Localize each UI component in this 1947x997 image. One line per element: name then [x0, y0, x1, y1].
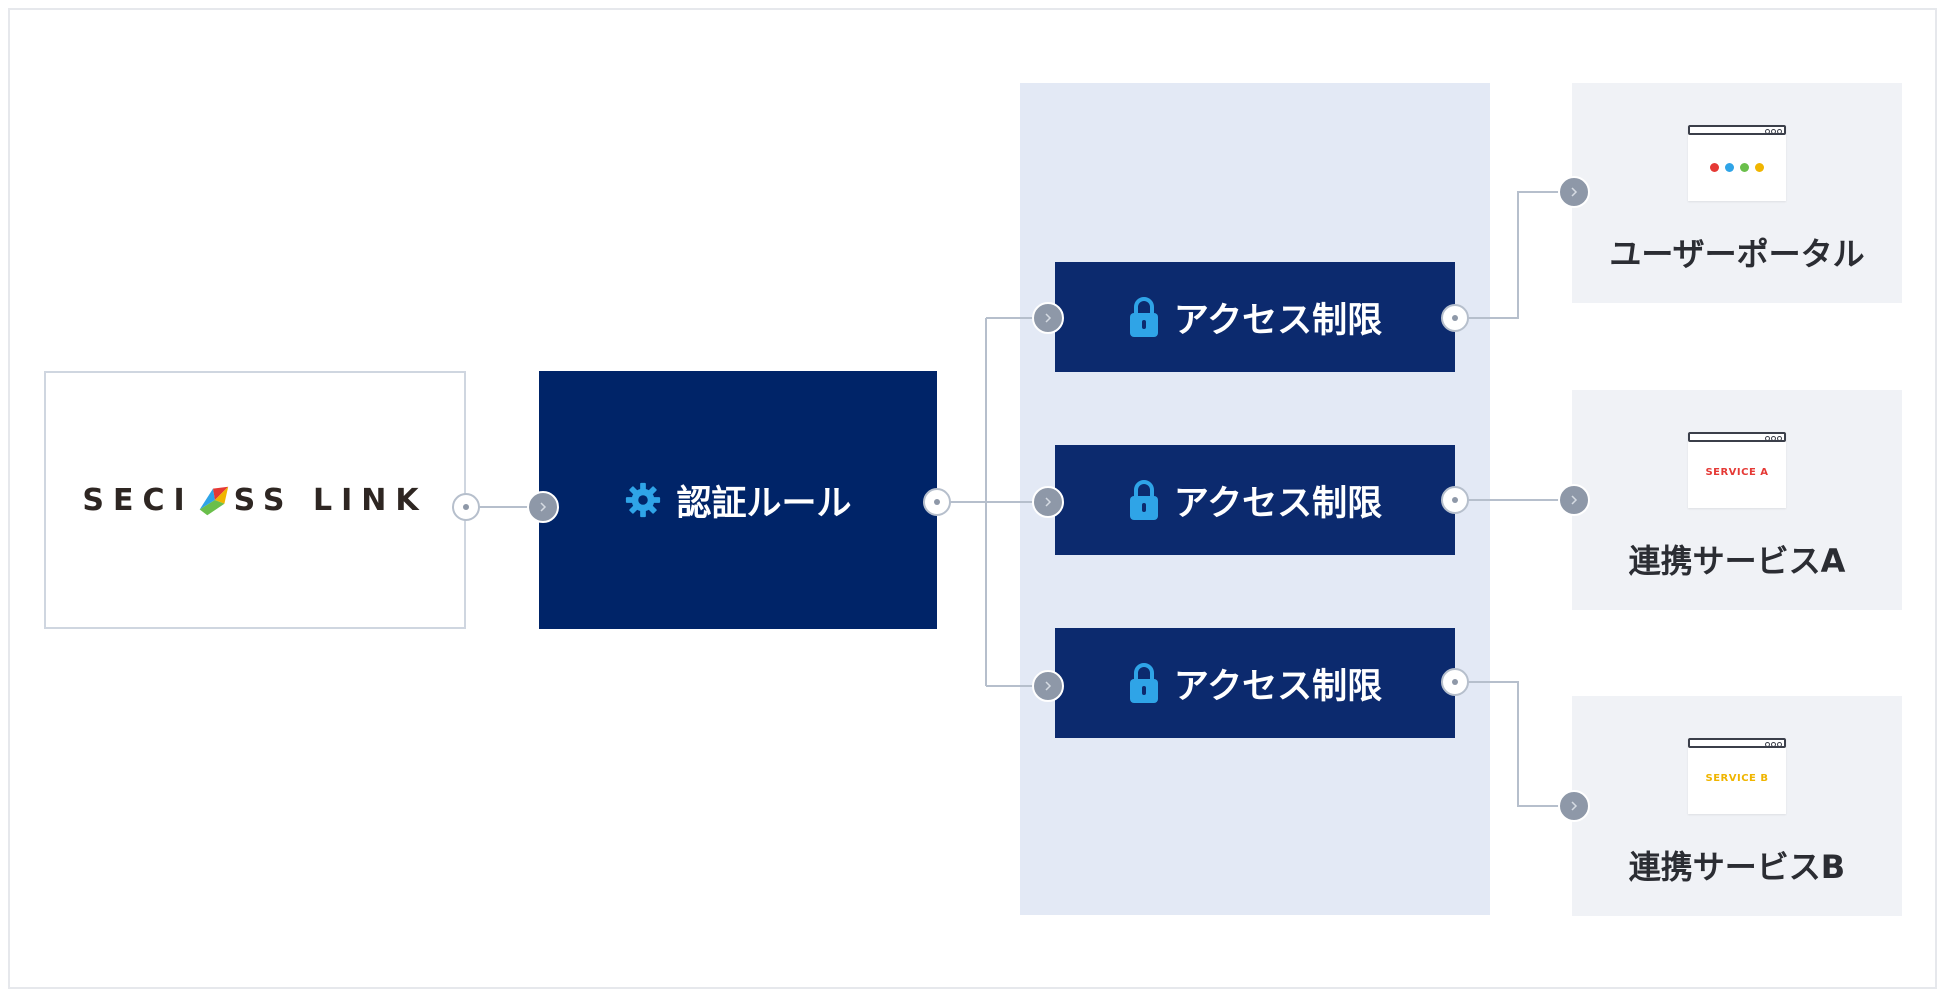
padlock-icon [1129, 297, 1158, 337]
service-user-portal[interactable]: ユーザーポータル [1572, 83, 1902, 303]
blue-dot-icon [1725, 163, 1734, 172]
access-control-block-1[interactable]: アクセス制限 [1055, 262, 1455, 372]
auth-rule-label: 認証ルール [676, 483, 852, 524]
service-label-a: 連携サービスA [1628, 542, 1846, 580]
access-control-label-1: アクセス制限 [1173, 300, 1383, 341]
access-control-label-3: アクセス制限 [1173, 666, 1383, 707]
padlock-icon [1129, 663, 1158, 703]
gear-icon [626, 482, 661, 518]
browser-window-icon: SERVICE A [1688, 432, 1786, 508]
green-dot-icon [1740, 163, 1749, 172]
wire-access3-serviceb [1455, 681, 1572, 807]
logo-text-left: SECI [82, 482, 194, 518]
yellow-dot-icon [1755, 163, 1764, 172]
browser-window-icon [1688, 125, 1786, 201]
diagram-frame [8, 8, 1937, 989]
auth-rule-box[interactable]: 認証ルール [539, 371, 937, 629]
seciss-link-logo-box: SECI SS LINK [44, 371, 466, 629]
service-b[interactable]: SERVICE B 連携サービスB [1572, 696, 1902, 916]
service-label-b: 連携サービスB [1628, 848, 1846, 886]
logo-mark-icon [199, 486, 228, 516]
service-label-portal: ユーザーポータル [1609, 235, 1865, 273]
access-control-label-2: アクセス制限 [1173, 483, 1383, 524]
wire-access1-portal [1455, 191, 1572, 319]
service-b-mini-text: SERVICE B [1705, 773, 1769, 784]
seciss-link-logo: SECI SS LINK [82, 481, 427, 519]
red-dot-icon [1710, 163, 1719, 172]
access-control-block-2[interactable]: アクセス制限 [1055, 445, 1455, 555]
service-a-mini-text: SERVICE A [1705, 467, 1769, 478]
browser-window-icon: SERVICE B [1688, 738, 1786, 814]
wire-auth-access [937, 317, 1045, 687]
access-control-block-3[interactable]: アクセス制限 [1055, 628, 1455, 738]
logo-text-right: SS LINK [233, 482, 428, 518]
service-a[interactable]: SERVICE A 連携サービスA [1572, 390, 1902, 610]
padlock-icon [1129, 480, 1158, 520]
